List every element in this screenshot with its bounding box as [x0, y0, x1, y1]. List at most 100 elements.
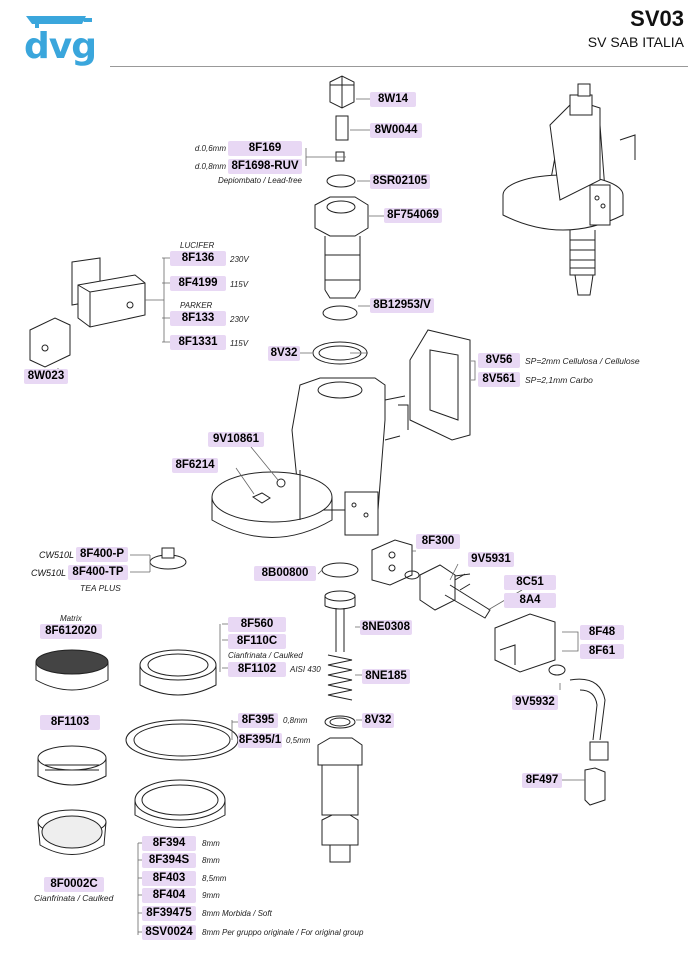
part-8F395[interactable]: 8F395 — [238, 713, 278, 728]
group-body-illustration — [211, 377, 409, 538]
part-8F400-TP[interactable]: 8F400-TP — [68, 565, 128, 580]
leader-lines — [57, 98, 585, 935]
part-8F403[interactable]: 8F403 — [142, 871, 196, 886]
part-8A4[interactable]: 8A4 — [504, 593, 556, 608]
part-8F560[interactable]: 8F560 — [228, 617, 286, 632]
part-8F48[interactable]: 8F48 — [580, 625, 624, 640]
part-8F394-illustration — [134, 779, 226, 828]
part-8F394[interactable]: 8F394 — [142, 836, 196, 851]
part-8F395-illustration — [125, 719, 239, 761]
part-8C51-illustration — [419, 564, 491, 619]
diagram-code: SV03 — [630, 6, 684, 31]
part-fitting-illustration — [317, 737, 363, 863]
note-8f39475-size: 8mm Morbida / Soft — [202, 909, 272, 918]
note-aisi430: AISI 430 — [290, 665, 321, 674]
logo-text: dvg — [24, 26, 97, 67]
part-8F133[interactable]: 8F133 — [170, 311, 226, 326]
note-d08: d.0,8mm — [194, 162, 226, 171]
part-8C51[interactable]: 8C51 — [504, 575, 556, 590]
part-8F394S[interactable]: 8F394S — [142, 853, 196, 868]
part-8W0044-illustration — [335, 115, 349, 141]
note-sp21mm: SP=2,1mm Carbo — [525, 375, 593, 385]
part-8F0002C[interactable]: 8F0002C — [44, 877, 104, 892]
part-8V32-bottom[interactable]: 8V32 — [362, 713, 394, 728]
part-8F612020-illustration — [35, 649, 109, 691]
part-8F754069[interactable]: 8F754069 — [384, 208, 442, 223]
note-8sv0024-size: 8mm Per gruppo originale / For original … — [202, 928, 364, 937]
part-8F0002C-illustration — [37, 809, 107, 855]
part-8SR02105-illustration — [326, 174, 356, 188]
part-8F1698-RUV[interactable]: 8F1698-RUV — [228, 159, 302, 174]
part-8W0044[interactable]: 8W0044 — [370, 123, 422, 138]
note-230v-a: 230V — [230, 255, 249, 264]
part-8F6214[interactable]: 8F6214 — [172, 458, 218, 473]
part-8SR02105[interactable]: 8SR02105 — [370, 174, 430, 189]
part-8W023-illustration — [29, 317, 71, 368]
part-8SV0024[interactable]: 8SV0024 — [142, 925, 196, 940]
diagram-subtitle: SV SAB ITALIA — [587, 34, 684, 50]
note-08mm: 0,8mm — [283, 716, 308, 725]
part-8F300-illustration — [371, 539, 420, 586]
part-8F404[interactable]: 8F404 — [142, 888, 196, 903]
note-115v-a: 115V — [230, 280, 249, 289]
part-8V56[interactable]: 8V56 — [478, 353, 520, 368]
note-05mm: 0,5mm — [286, 736, 311, 745]
note-d06: d.0,6mm — [194, 144, 226, 153]
note-lead-free: Depiombato / Lead-free — [217, 176, 302, 185]
part-8F300[interactable]: 8F300 — [416, 534, 460, 549]
assembled-group-illustration — [502, 83, 636, 296]
part-8V32-top[interactable]: 8V32 — [268, 346, 300, 361]
part-8F395-1[interactable]: 8F395/1 — [238, 733, 282, 748]
part-9V10861[interactable]: 9V10861 — [208, 432, 264, 447]
part-8V56-illustration — [409, 329, 471, 441]
logo-cup-icon — [26, 16, 92, 28]
note-sp2mm: SP=2mm Cellulosa / Cellulose — [525, 356, 640, 366]
note-230v-b: 230V — [230, 315, 249, 324]
part-8NE185[interactable]: 8NE185 — [362, 669, 410, 684]
note-tea-plus: TEA PLUS — [80, 583, 121, 593]
part-8F169-illustration — [335, 151, 345, 162]
part-8F1103[interactable]: 8F1103 — [40, 715, 100, 730]
part-coil-illustration — [71, 257, 146, 328]
part-8F497-illustration — [569, 678, 609, 806]
part-8W023[interactable]: 8W023 — [24, 369, 68, 384]
part-8F110C[interactable]: 8F110C — [228, 634, 286, 649]
part-9V5931[interactable]: 9V5931 — [468, 552, 514, 567]
part-8W14-illustration — [329, 75, 355, 109]
header-divider — [110, 66, 688, 67]
part-8F754069-illustration — [314, 196, 369, 299]
note-cw510l-2: CW510L — [30, 568, 66, 578]
note-8f394s-size: 8mm — [202, 856, 220, 865]
part-8NE185-illustration — [327, 654, 353, 701]
part-8B12953-illustration — [322, 305, 358, 321]
part-8F1331[interactable]: 8F1331 — [170, 335, 226, 350]
part-8F61[interactable]: 8F61 — [580, 644, 624, 659]
part-9V5932[interactable]: 9V5932 — [512, 695, 558, 710]
part-8F136[interactable]: 8F136 — [170, 251, 226, 266]
note-lucifer: LUCIFER — [180, 241, 215, 250]
part-coil-right-illustration — [494, 613, 566, 676]
note-8f404-size: 9mm — [202, 891, 220, 900]
part-8B12953-V[interactable]: 8B12953/V — [370, 298, 434, 313]
part-8B00800[interactable]: 8B00800 — [254, 566, 316, 581]
part-8F497[interactable]: 8F497 — [522, 773, 562, 788]
part-8NE0308-illustration — [324, 590, 356, 652]
note-8f394-size: 8mm — [202, 839, 220, 848]
note-caulked-2: Cianfrinata / Caulked — [34, 893, 114, 903]
part-8F612020[interactable]: 8F612020 — [40, 624, 102, 639]
part-8F169[interactable]: 8F169 — [228, 141, 302, 156]
part-8NE0308[interactable]: 8NE0308 — [360, 620, 412, 635]
part-8F4199[interactable]: 8F4199 — [170, 276, 226, 291]
note-parker: PARKER — [180, 301, 213, 310]
part-8V561[interactable]: 8V561 — [478, 372, 520, 387]
part-8F39475[interactable]: 8F39475 — [142, 906, 196, 921]
part-8W14[interactable]: 8W14 — [370, 92, 416, 107]
part-8F400-illustration — [149, 547, 187, 570]
note-115v-b: 115V — [230, 339, 249, 348]
note-cw510l-1: CW510L — [38, 550, 74, 560]
part-8F1103-illustration — [37, 745, 107, 786]
part-8F1102[interactable]: 8F1102 — [228, 662, 286, 677]
note-8f403-size: 8,5mm — [202, 874, 227, 883]
part-8F400-P[interactable]: 8F400-P — [76, 547, 128, 562]
